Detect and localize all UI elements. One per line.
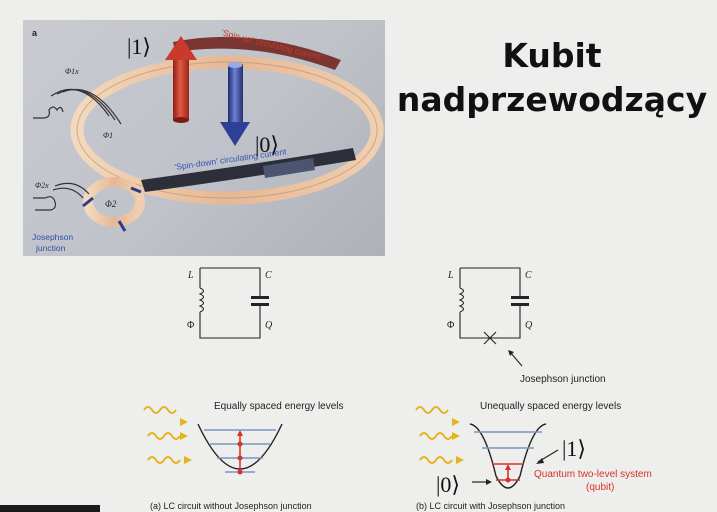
- unequal-levels-diagram: Unequally spaced energy levels |1⟩ |0⟩ Q…: [415, 401, 652, 511]
- spin-down-arrow-head: [220, 122, 250, 146]
- video-control-strip: [0, 505, 100, 512]
- josephson-label-line1: Josephson: [32, 232, 73, 242]
- jj-inductor-label: L: [447, 270, 454, 281]
- josephson-label-line2: junction: [35, 243, 66, 253]
- capacitor-plate-top: [251, 296, 269, 299]
- charge-label: Q: [265, 320, 273, 331]
- caption-a: (a) LC circuit without Josephson junctio…: [150, 501, 312, 511]
- flux-coil-2: [33, 182, 90, 211]
- inductor-label: L: [187, 270, 194, 281]
- jj-circuit-diagram: L C Φ Q Josephson junction: [447, 267, 606, 385]
- jj-capacitor-label: C: [525, 270, 532, 281]
- capacitor-plate-bottom: [251, 303, 269, 306]
- jj-capacitor-plate-top: [511, 296, 529, 299]
- spin-up-current-band: [173, 36, 341, 70]
- jj-inductor-symbol: [458, 287, 465, 313]
- phi-1-label: Φ1: [103, 131, 113, 140]
- spin-down-current-band: [141, 148, 356, 192]
- lc-circuit-diagram: L C Φ Q: [187, 267, 273, 339]
- slide-title: Kubit nadprzewodzący: [396, 34, 708, 122]
- two-level-label-2: (qubit): [586, 482, 614, 493]
- slide-title-line2: nadprzewodzący: [396, 80, 708, 119]
- jj-flux-label: Φ: [447, 320, 454, 331]
- jj-state-zero: |0⟩: [436, 472, 460, 497]
- state-one-label: |1⟩: [127, 34, 151, 59]
- junction-mark-2: [117, 220, 127, 232]
- equal-levels-caption: Equally spaced energy levels: [214, 401, 344, 412]
- phi-1x-label: Φ1x: [65, 67, 79, 76]
- two-level-label-1: Quantum two-level system: [534, 469, 652, 480]
- jj-state-one: |1⟩: [562, 436, 586, 461]
- state-zero-label: |0⟩: [255, 132, 279, 157]
- spin-up-arrow-head: [165, 36, 197, 60]
- capacitor-label: C: [265, 270, 272, 281]
- phi-2-label: Φ2: [105, 199, 117, 209]
- caption-b: (b) LC circuit with Josephson junction: [416, 501, 565, 511]
- anharmonic-potential: [469, 423, 547, 489]
- slide-title-line1: Kubit: [502, 36, 602, 75]
- jj-photon-waves: [415, 406, 453, 464]
- flux-qubit-illustration: a 'Spin-up' circulating current Φ2 'Spin…: [32, 27, 384, 253]
- phi-2x-label: Φ2x: [35, 181, 49, 190]
- spin-down-arrow-shaft: [228, 64, 243, 124]
- junction-mark-3: [130, 186, 142, 194]
- unequal-energy-levels: [474, 431, 542, 449]
- junction-mark-1: [82, 196, 94, 208]
- inductor-symbol: [198, 287, 205, 313]
- flux-coil-1: [33, 88, 122, 125]
- equal-levels-diagram: Equally spaced energy levels (a) LC circ…: [143, 401, 344, 511]
- flux-label: Φ: [187, 320, 194, 331]
- photon-waves: [143, 406, 181, 464]
- josephson-junction-label: Josephson junction: [520, 374, 606, 385]
- spin-up-arrow-shaft: [173, 58, 189, 120]
- panel-letter: a: [32, 28, 38, 38]
- jj-charge-label: Q: [525, 320, 533, 331]
- unequal-levels-caption: Unequally spaced energy levels: [480, 401, 621, 412]
- jj-capacitor-plate-bottom: [511, 303, 529, 306]
- josephson-junction-cross: [483, 331, 497, 345]
